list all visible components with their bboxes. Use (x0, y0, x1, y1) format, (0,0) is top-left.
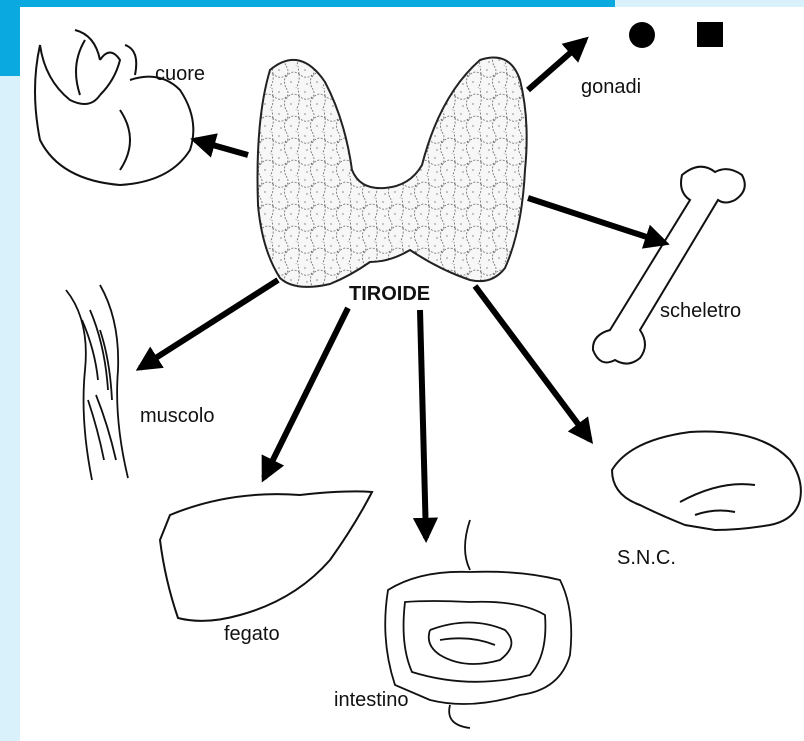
arrow-to-gonads (528, 40, 585, 90)
label-fegato: fegato (224, 624, 280, 644)
arrow-to-skeleton (528, 198, 665, 243)
intestine-icon (385, 520, 571, 728)
gonads-icon (629, 22, 723, 48)
label-cuore: cuore (155, 64, 205, 84)
muscle-icon (66, 285, 128, 480)
label-snc: S.N.C. (617, 548, 676, 568)
arrow-to-intestine (420, 310, 426, 538)
bone-icon (593, 167, 745, 364)
label-intestino: intestino (334, 690, 409, 710)
label-gonadi: gonadi (581, 77, 641, 97)
arrow-to-liver (264, 308, 348, 478)
label-tiroide: TIROIDE (349, 284, 430, 304)
label-muscolo: muscolo (140, 406, 214, 426)
arrow-to-heart (195, 140, 248, 155)
thyroid-gland-icon (258, 58, 527, 287)
arrow-to-muscle (140, 280, 278, 368)
label-scheletro: scheletro (660, 301, 741, 321)
arrow-to-cns (475, 286, 590, 440)
brain-icon (612, 432, 801, 530)
heart-icon (35, 30, 193, 185)
liver-icon (160, 491, 372, 620)
